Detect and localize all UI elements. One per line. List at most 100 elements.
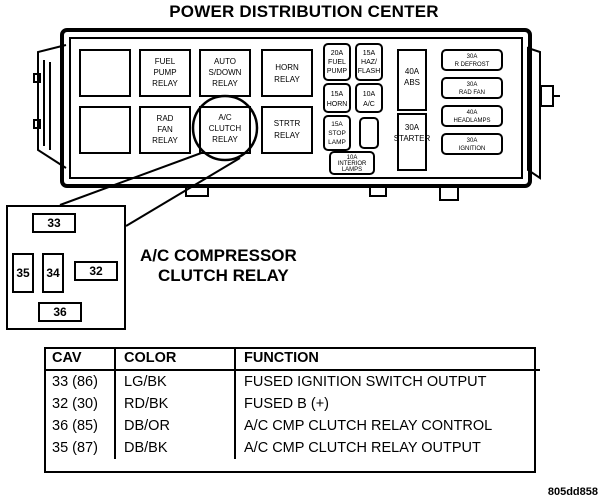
fuse-interior-line-2: INTERIOR — [338, 161, 367, 167]
maxi-starter-amp: 30A — [405, 123, 420, 132]
pin-35: 35 — [12, 253, 34, 293]
starter-relay-line-2: RELAY — [274, 131, 300, 140]
fuse-15a-haz-flash: 15A HAZ/ FLASH — [355, 43, 383, 81]
cart-headlamps-label: HEADLAMPS — [453, 118, 490, 124]
callout-line-right — [125, 157, 241, 227]
fuel-pump-relay-line-2: PUMP — [153, 68, 176, 77]
cart-ignition-amp: 30A — [467, 138, 478, 144]
pdc-housing-outer — [60, 28, 532, 188]
relay-caption: A/C COMPRESSOR CLUTCH RELAY — [140, 246, 297, 286]
horn-relay-line-2: RELAY — [274, 75, 300, 84]
fuse-haz-line-2: HAZ/ — [361, 59, 377, 66]
maxi-abs-label: ABS — [404, 78, 420, 87]
header-color: COLOR — [114, 347, 235, 371]
starter-relay-line-1: STRTR — [274, 119, 301, 128]
ac-clutch-relay-line-3: RELAY — [212, 135, 238, 144]
fuse-15a-stop-lamp: 15A STOP LAMP — [323, 115, 351, 151]
starter-relay: STRTR RELAY — [261, 106, 313, 154]
cell-color: RD/BK — [114, 393, 235, 415]
table-header-row: CAV COLOR FUNCTION — [44, 347, 540, 371]
cell-function: FUSED IGNITION SWITCH OUTPUT — [234, 370, 540, 393]
cell-function: A/C CMP CLUTCH RELAY CONTROL — [234, 415, 540, 437]
fuse-interior-line-3: LAMPS — [342, 167, 362, 173]
fuse-fuel-pump-line-3: PUMP — [327, 68, 348, 75]
fuse-10a-interior-lamps: 10A INTERIOR LAMPS — [329, 151, 375, 175]
fuse-20a-fuel-pump: 20A FUEL PUMP — [323, 43, 351, 81]
pin-34: 34 — [42, 253, 64, 293]
header-function: FUNCTION — [234, 347, 540, 371]
horn-relay-line-1: HORN — [275, 63, 299, 72]
table-row: 35 (87) DB/BK A/C CMP CLUTCH RELAY OUTPU… — [44, 437, 540, 459]
fuse-ac-amp: 10A — [363, 91, 376, 98]
table-row: 33 (86) LG/BK FUSED IGNITION SWITCH OUTP… — [44, 370, 540, 393]
right-mounting-bracket — [527, 46, 560, 180]
fuse-stop-line-2: STOP — [328, 130, 346, 137]
pin-36: 36 — [38, 302, 82, 322]
fuse-ac-line-2: A/C — [363, 101, 375, 108]
empty-fuse-cavity — [359, 117, 379, 149]
cart-rad-fan-label: RAD FAN — [459, 90, 485, 96]
header-cav: CAV — [44, 347, 115, 371]
cell-color: DB/BK — [114, 437, 235, 459]
horn-relay: HORN RELAY — [261, 49, 313, 97]
cartridge-fuse-rad-fan: 30A RAD FAN — [441, 77, 503, 99]
cell-cav: 35 (87) — [52, 440, 98, 456]
table-row: 32 (30) RD/BK FUSED B (+) — [44, 393, 540, 415]
fuel-pump-relay-line-1: FUEL — [155, 57, 176, 66]
cart-headlamps-amp: 40A — [467, 110, 478, 116]
cartridge-fuse-ignition: 30A IGNITION — [441, 133, 503, 155]
diagram-title: POWER DISTRIBUTION CENTER — [169, 2, 439, 21]
cell-color: LG/BK — [114, 370, 235, 393]
ac-clutch-relay: A/C CLUTCH RELAY — [191, 94, 259, 162]
relay-pinout-inset: 33 35 34 32 36 — [6, 205, 126, 330]
empty-relay-cavity-top — [79, 49, 131, 97]
asd-relay-line-1: AUTO — [214, 57, 236, 66]
fuse-10a-ac: 10A A/C — [355, 83, 383, 113]
maxi-fuse-40a-abs: 40A ABS — [397, 49, 427, 111]
cart-r-defrost-label: R DEFROST — [455, 62, 490, 68]
cart-ignition-label: IGNITION — [459, 146, 486, 152]
fuse-stop-line-3: LAMP — [328, 139, 346, 146]
maxi-abs-amp: 40A — [405, 67, 420, 76]
cavity-table: CAV COLOR FUNCTION 33 (86) LG/BK FUSED I… — [44, 347, 540, 459]
cartridge-fuse-headlamps: 40A HEADLAMPS — [441, 105, 503, 127]
fuse-horn-amp: 15A — [331, 91, 344, 98]
ac-clutch-relay-line-1: A/C — [218, 113, 232, 122]
pin-32: 32 — [74, 261, 118, 281]
callout-line-left — [59, 151, 205, 206]
left-mounting-bracket — [33, 44, 67, 169]
rad-fan-relay: RAD FAN RELAY — [139, 106, 191, 154]
fuse-stop-amp: 15A — [331, 121, 343, 128]
relay-caption-line-2: CLUTCH RELAY — [158, 266, 289, 285]
fuse-interior-amp: 10A — [347, 155, 358, 161]
fuse-fuel-pump-line-2: FUEL — [328, 59, 346, 66]
fuel-pump-relay: FUEL PUMP RELAY — [139, 49, 191, 97]
fuse-15a-horn: 15A HORN — [323, 83, 351, 113]
fuse-haz-amp: 15A — [363, 50, 376, 57]
table-row: 36 (85) DB/OR A/C CMP CLUTCH RELAY CONTR… — [44, 415, 540, 437]
cell-cav: 33 (86) — [52, 374, 98, 390]
maxi-fuse-30a-starter: 30A STARTER — [394, 113, 431, 171]
cell-function: FUSED B (+) — [234, 393, 540, 415]
fuse-haz-line-3: FLASH — [358, 68, 381, 75]
cartridge-fuse-r-defrost: 30A R DEFROST — [441, 49, 503, 71]
pin-33: 33 — [32, 213, 76, 233]
asd-relay-line-3: RELAY — [212, 79, 238, 88]
auto-shutdown-relay: AUTO S/DOWN RELAY — [199, 49, 251, 97]
cell-function: A/C CMP CLUTCH RELAY OUTPUT — [234, 437, 540, 459]
ac-clutch-relay-line-2: CLUTCH — [209, 124, 242, 133]
document-id: 805dd858 — [547, 486, 598, 498]
cell-color: DB/OR — [114, 415, 235, 437]
ac-clutch-relay-highlight-circle — [191, 94, 259, 162]
maxi-starter-label: STARTER — [394, 134, 431, 143]
pdc-drawing: FUEL PUMP RELAY AUTO S/DOWN RELAY HORN R… — [33, 28, 560, 227]
bottom-clips — [185, 186, 459, 201]
rad-fan-relay-line-1: RAD — [157, 114, 174, 123]
cell-cav: 32 (30) — [52, 396, 98, 412]
rad-fan-relay-line-3: RELAY — [152, 136, 178, 145]
fuse-horn-line-2: HORN — [327, 101, 348, 108]
relay-caption-line-1: A/C COMPRESSOR — [140, 246, 297, 265]
asd-relay-line-2: S/DOWN — [209, 68, 242, 77]
cart-r-defrost-amp: 30A — [467, 54, 478, 60]
empty-relay-cavity-bottom — [79, 106, 131, 154]
